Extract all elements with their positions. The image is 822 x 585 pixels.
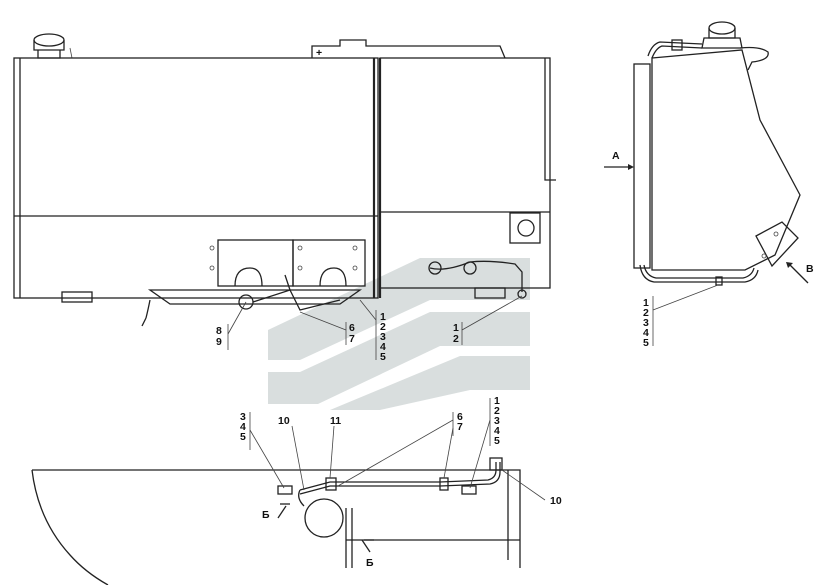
svg-text:6: 6 <box>457 411 463 423</box>
view-arrow-a: А <box>604 150 634 170</box>
section-mark-b1: Б <box>262 503 290 521</box>
view-arrow-b: В <box>786 262 814 284</box>
leader-lines-top <box>227 295 523 360</box>
svg-text:7: 7 <box>349 333 355 345</box>
label-6-7-bottom: 6 7 <box>457 411 463 433</box>
label-1-5-top: 1 2 3 4 5 <box>380 311 386 363</box>
svg-text:2: 2 <box>643 307 649 319</box>
label-6-7-top: 6 7 <box>349 322 355 345</box>
main-tank-front-view: + <box>13 33 556 327</box>
label-11: 11 <box>330 415 341 427</box>
filler-cap-icon <box>33 33 73 59</box>
svg-text:5: 5 <box>240 431 246 443</box>
svg-text:Б: Б <box>366 557 374 569</box>
label-10-left: 10 <box>278 415 290 427</box>
svg-text:5: 5 <box>380 351 386 363</box>
svg-text:3: 3 <box>380 331 386 343</box>
svg-text:4: 4 <box>643 327 649 339</box>
label-8-9: 8 9 <box>216 325 222 348</box>
svg-text:5: 5 <box>643 337 649 349</box>
svg-text:А: А <box>612 150 620 162</box>
svg-text:6: 6 <box>349 322 355 334</box>
bottom-plan-view <box>31 457 521 585</box>
svg-text:3: 3 <box>240 411 246 423</box>
label-3-5-bottom: 3 4 5 <box>240 411 246 443</box>
leader-lines-bottom <box>249 398 546 501</box>
label-1-2-mid: 1 2 <box>453 322 459 345</box>
svg-text:3: 3 <box>494 415 500 427</box>
svg-text:1: 1 <box>643 297 649 309</box>
label-1-5-right: 1 2 3 4 5 <box>643 284 719 349</box>
svg-text:Б: Б <box>262 509 270 521</box>
section-mark-b2: Б <box>361 539 374 569</box>
svg-text:5: 5 <box>494 435 500 447</box>
svg-text:4: 4 <box>494 425 500 437</box>
svg-text:1: 1 <box>494 395 500 407</box>
watermark-logo <box>268 258 530 410</box>
svg-text:3: 3 <box>643 317 649 329</box>
svg-text:2: 2 <box>380 321 386 333</box>
plus-mark: + <box>316 47 322 59</box>
svg-text:2: 2 <box>494 405 500 417</box>
svg-text:8: 8 <box>216 325 222 337</box>
svg-text:7: 7 <box>457 421 463 433</box>
svg-text:1: 1 <box>380 311 386 323</box>
svg-text:2: 2 <box>453 333 459 345</box>
tank-side-view <box>633 21 801 286</box>
svg-text:9: 9 <box>216 336 222 348</box>
label-10-right: 10 <box>550 495 562 507</box>
label-1-5-bottom: 1 2 3 4 5 <box>494 395 500 447</box>
svg-text:4: 4 <box>240 421 246 433</box>
svg-text:В: В <box>806 263 814 275</box>
svg-text:4: 4 <box>380 341 386 353</box>
svg-text:1: 1 <box>453 322 459 334</box>
